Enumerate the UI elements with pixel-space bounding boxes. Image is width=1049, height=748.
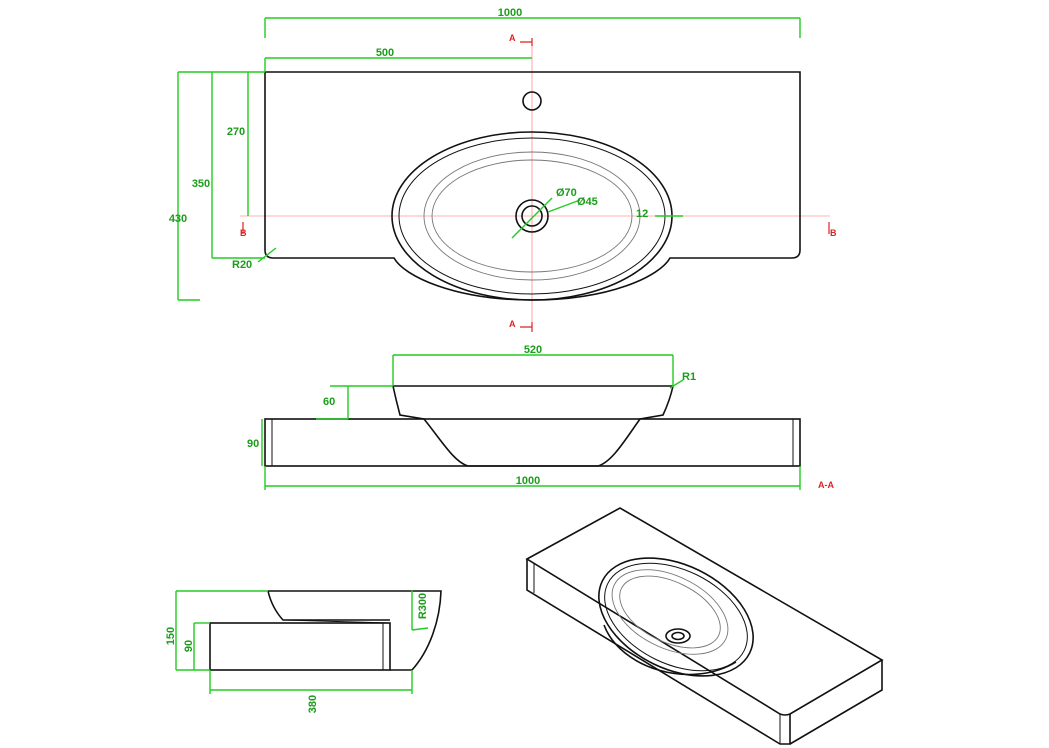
dim-label: 430 xyxy=(169,213,187,225)
iso-basin-inner-1 xyxy=(611,569,729,655)
section-view-label: A-A xyxy=(818,480,834,490)
iso-slab-top xyxy=(525,507,884,716)
drain-inner xyxy=(521,205,543,227)
isometric-view xyxy=(525,507,884,745)
dim-width-half: 500 xyxy=(264,47,532,72)
iso-basin-belly xyxy=(603,624,737,676)
section-view: 520 R1 60 90 1000 A-A xyxy=(247,344,834,490)
dim-label: Ø70 xyxy=(556,187,577,199)
dim-rim-radius: R1 xyxy=(669,371,696,389)
section-bowl xyxy=(392,385,674,467)
section-marker-a-top: A xyxy=(509,33,533,46)
dim-hole-diameters: Ø70 Ø45 xyxy=(511,187,598,239)
dim-label: 380 xyxy=(307,695,319,713)
dim-label: 90 xyxy=(183,640,195,652)
dim-side-height-total: 150 xyxy=(165,590,268,671)
top-view: 1000 500 270 350 430 xyxy=(169,7,837,332)
dim-label: 270 xyxy=(227,126,245,138)
dim-bowl-width: 520 xyxy=(392,344,674,386)
side-view: 150 90 R300 380 xyxy=(165,590,442,713)
side-bowl xyxy=(267,590,442,671)
iso-basin-rim-inner xyxy=(604,562,748,672)
basin-inner-1 xyxy=(423,151,641,281)
dim-width-total: 1000 xyxy=(264,7,801,38)
section-marker-a-bottom: A xyxy=(509,319,533,332)
section-label: A xyxy=(509,33,516,43)
dim-label: 520 xyxy=(524,344,542,356)
iso-basin-inner-2 xyxy=(619,575,721,649)
dim-label: R300 xyxy=(417,593,429,619)
dim-label: 500 xyxy=(376,47,394,59)
section-slab xyxy=(264,418,801,467)
dim-label: 1000 xyxy=(498,7,522,19)
dim-depth-top: 350 xyxy=(192,71,265,259)
dim-step-height: 60 xyxy=(316,385,393,420)
dim-label: R20 xyxy=(232,259,252,271)
dim-label: 90 xyxy=(247,438,259,450)
dim-depth-hole: 270 xyxy=(227,71,265,216)
dim-bowl-radius: R300 xyxy=(411,590,429,631)
drain-outer xyxy=(515,199,549,233)
section-label: B xyxy=(240,228,247,238)
iso-basin-rim-outer xyxy=(598,557,754,677)
dim-offset: 12 xyxy=(636,208,683,220)
dim-label: 12 xyxy=(636,208,648,220)
faucet-hole xyxy=(522,91,542,111)
iso-slab-side xyxy=(789,660,883,745)
dim-side-slab-height: 90 xyxy=(183,622,210,670)
dim-corner-radius: R20 xyxy=(232,247,277,271)
side-slab xyxy=(209,622,391,671)
basin-inner-2 xyxy=(431,159,633,273)
dim-label: R1 xyxy=(682,371,696,383)
section-label: B xyxy=(830,228,837,238)
dim-label: 350 xyxy=(192,178,210,190)
section-marker-b-left: B xyxy=(240,222,247,238)
section-marker-b-right: B xyxy=(828,222,837,238)
dim-label: 60 xyxy=(323,396,335,408)
iso-drain-outer xyxy=(665,628,691,644)
dim-slab-height: 90 xyxy=(247,419,263,466)
dim-side-depth: 380 xyxy=(209,670,413,713)
dim-section-width: 1000 xyxy=(264,466,801,490)
top-view-outline xyxy=(264,71,801,301)
dim-label: 150 xyxy=(165,627,177,645)
dim-label: Ø45 xyxy=(577,196,598,208)
iso-drain-inner xyxy=(671,631,685,641)
section-label: A xyxy=(509,319,516,329)
dim-depth-total: 430 xyxy=(169,71,212,301)
dim-label: 1000 xyxy=(516,475,540,487)
